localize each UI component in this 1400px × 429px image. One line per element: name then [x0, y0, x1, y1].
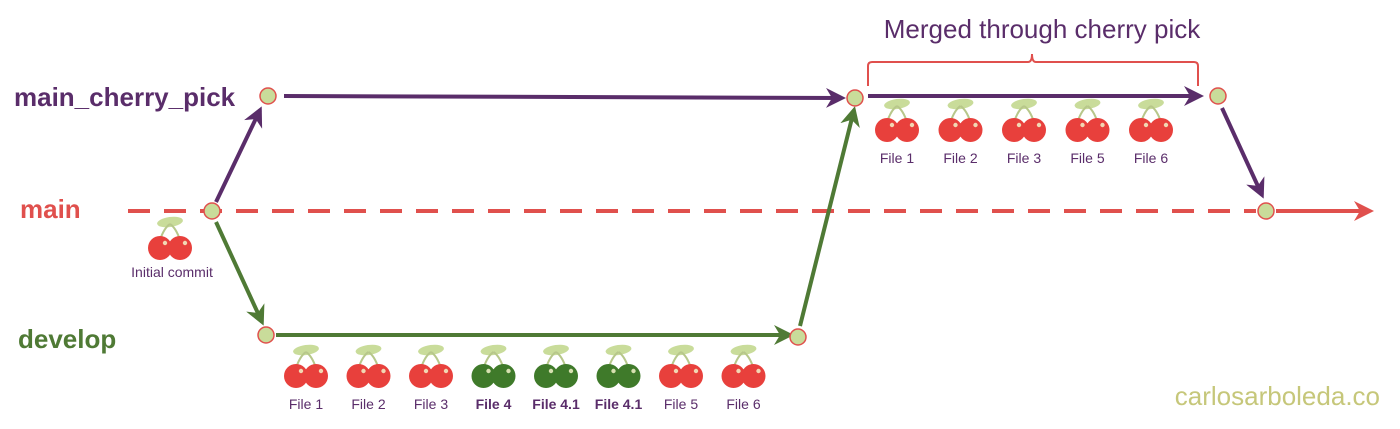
- branch-label-main-cherry-pick: main_cherry_pick: [14, 82, 236, 112]
- cherry-icon: [471, 344, 516, 388]
- file-label: File 4: [476, 396, 512, 412]
- commit-node: [259, 87, 277, 105]
- file-label: File 4.1: [532, 396, 580, 412]
- file-label: File 2: [943, 150, 977, 166]
- cherry-icon: [596, 344, 641, 388]
- merge-arrow-develop-to-cherry-pick: [798, 106, 860, 327]
- cherry-icon: [534, 344, 578, 388]
- merged-bracket: [867, 53, 1199, 86]
- branch-arrow-to-cherry-pick: [214, 106, 263, 203]
- file-label: File 1: [289, 396, 323, 412]
- file-label: File 5: [664, 396, 698, 412]
- cherry-icon: [346, 344, 391, 388]
- cherry-icon: [1002, 98, 1046, 142]
- cherry-icon: [875, 98, 919, 142]
- credit-watermark: carlosarboleda.co: [1175, 381, 1380, 411]
- merged-title: Merged through cherry pick: [884, 14, 1201, 44]
- commit-node: [789, 328, 807, 346]
- commit-node: [846, 89, 864, 107]
- file-label: File 3: [414, 396, 448, 412]
- file-label: File 1: [880, 150, 914, 166]
- commit-node: [1209, 87, 1227, 105]
- initial-commit-label: Initial commit: [131, 264, 213, 280]
- cherry-icon: [284, 344, 328, 388]
- file-label: File 2: [351, 396, 385, 412]
- commit-node: [203, 202, 221, 220]
- cherry-icon: [1065, 98, 1110, 142]
- branch-label-develop: develop: [18, 324, 116, 354]
- merge-arrow-cherry-pick-to-main: [1220, 107, 1265, 199]
- cherry-pick-files: File 1 File 2 File 3 File 5 File 6: [875, 98, 1173, 166]
- initial-commit-cherry-icon: [148, 216, 192, 260]
- cherry-icon: [659, 344, 703, 388]
- cherry-icon: [148, 216, 192, 260]
- branch-arrow-to-develop: [214, 221, 265, 326]
- file-label: File 6: [726, 396, 760, 412]
- commit-node: [257, 326, 275, 344]
- file-label: File 3: [1007, 150, 1041, 166]
- cherry-icon: [938, 98, 983, 142]
- cherry-icon: [409, 344, 453, 388]
- cherry-pick-line-1: [283, 87, 846, 108]
- develop-files: File 1 File 2 File 3 File 4 File 4.1 File 4.1…: [284, 344, 766, 412]
- cherry-icon: [1129, 98, 1173, 142]
- branch-label-main: main: [20, 194, 81, 224]
- file-label: File 5: [1070, 150, 1104, 166]
- file-label: File 6: [1134, 150, 1168, 166]
- cherry-icon: [721, 344, 766, 388]
- commit-node: [1257, 202, 1275, 220]
- file-label: File 4.1: [595, 396, 643, 412]
